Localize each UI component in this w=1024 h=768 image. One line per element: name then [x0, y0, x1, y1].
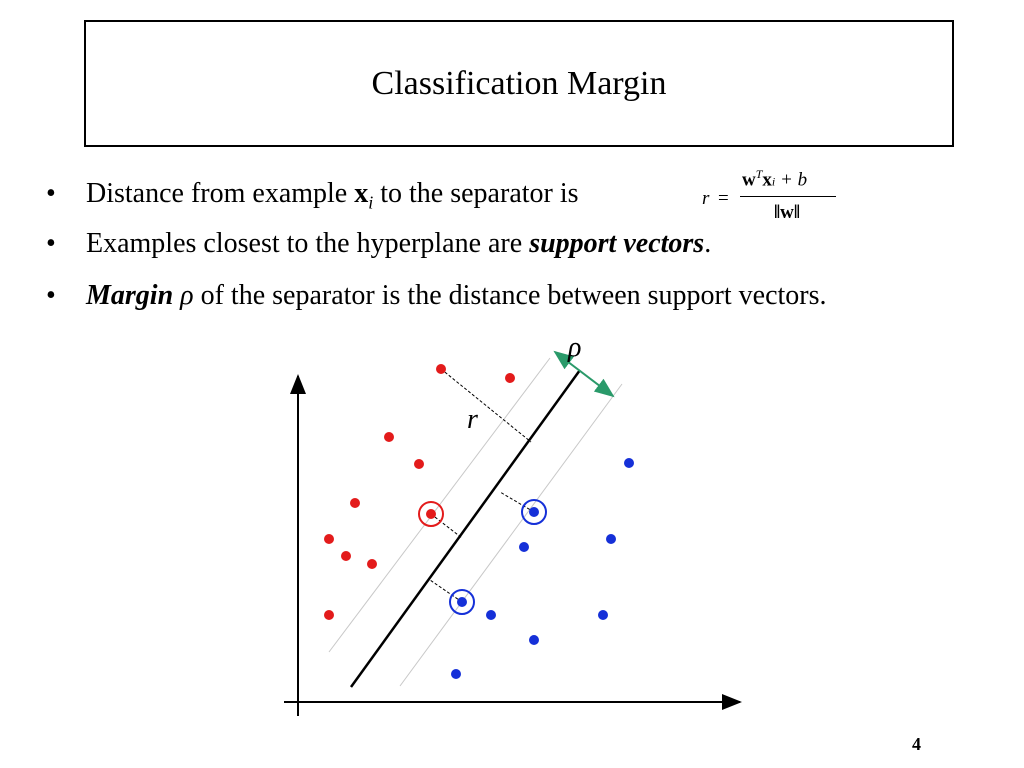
page-number: 4 [912, 734, 921, 754]
bullet-suffix: . [704, 228, 712, 259]
red-point [505, 373, 515, 383]
bullet-dot: • [46, 228, 56, 259]
blue-point [624, 458, 634, 468]
blue-point [451, 669, 461, 679]
support-distance-line [429, 579, 463, 603]
red-point [426, 509, 436, 519]
formula-denominator: ‖w‖ [774, 202, 801, 223]
red-point [324, 534, 334, 544]
support-distance-line [499, 491, 535, 513]
distance-r-line [440, 368, 532, 443]
num-plus-b: + b [775, 169, 808, 191]
red-point [341, 551, 351, 561]
r-label: r [467, 404, 478, 435]
fraction-bar [740, 196, 836, 197]
red-point [324, 610, 334, 620]
bullet-text: Examples closest to the hyperplane are s… [86, 228, 711, 260]
num-w: w [742, 169, 756, 191]
formula-numerator: wTxi + b [742, 167, 807, 191]
var-sub-i: i [368, 192, 374, 213]
red-point [414, 459, 424, 469]
bullet-emphasis: support vectors [529, 228, 705, 259]
rho-arrow [553, 350, 615, 398]
bullet-emphasis: Margin [86, 280, 174, 311]
red-point [350, 498, 360, 508]
bullet-suffix: of the separator is the distance between… [193, 280, 827, 311]
bullet-prefix: Distance from example [86, 178, 355, 209]
rho-symbol: ρ [173, 280, 194, 311]
support-vector-ring [449, 589, 475, 615]
margin-line-lower [399, 383, 623, 687]
bullet-list: • Distance from example xi to the separa… [0, 0, 1024, 330]
support-distance-line [430, 513, 463, 539]
blue-point [457, 597, 467, 607]
bullet-dot: • [46, 280, 56, 311]
blue-point [606, 534, 616, 544]
bullet-prefix: Examples closest to the hyperplane are [86, 228, 530, 259]
bullet-text: Distance from example xi to the separato… [86, 178, 579, 219]
support-vector-ring [418, 501, 444, 527]
blue-point [519, 542, 529, 552]
formula-lhs: r [702, 188, 710, 209]
num-sub-i: i [771, 174, 776, 189]
distance-formula: r = wTxi + b ‖w‖ [702, 167, 842, 235]
num-transpose: T [755, 167, 763, 181]
red-point [384, 432, 394, 442]
formula-equals: = [718, 188, 729, 209]
bullet-dot: • [46, 178, 56, 209]
slide-title: Classification Margin [371, 64, 667, 102]
var-x: x [354, 178, 369, 209]
bullet-suffix: to the separator is [373, 178, 579, 209]
blue-point [529, 635, 539, 645]
support-vector-ring [521, 499, 547, 525]
blue-point [486, 610, 496, 620]
blue-point [598, 610, 608, 620]
num-x: x [762, 169, 772, 191]
bullet-text: Margin ρ of the separator is the distanc… [86, 280, 827, 312]
data-points [324, 364, 634, 679]
red-point [436, 364, 446, 374]
blue-point [529, 507, 539, 517]
separator-hyperplane [349, 369, 582, 688]
rho-label: ρ [567, 332, 581, 363]
title-box: Classification Margin [84, 20, 954, 147]
red-point [367, 559, 377, 569]
